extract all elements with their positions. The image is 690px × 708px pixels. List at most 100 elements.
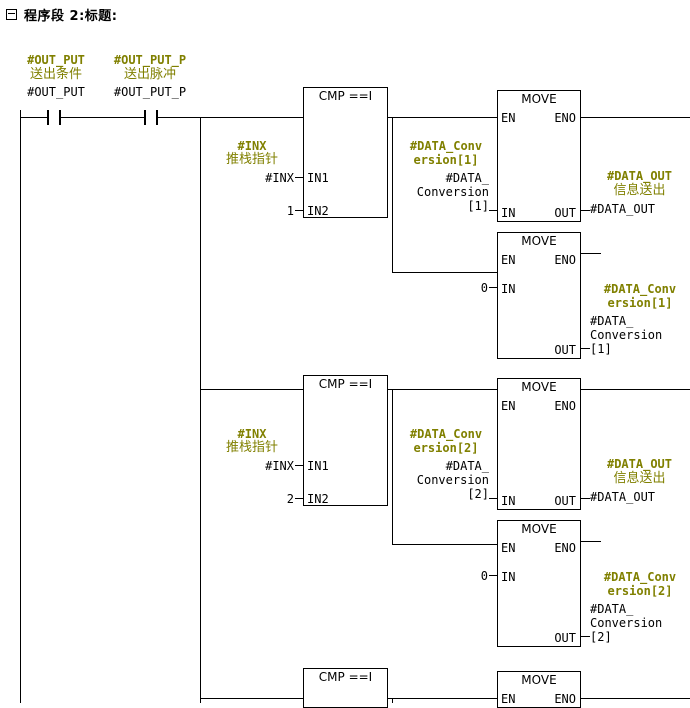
contact-2-symbol: #OUT_PUT_P — [113, 53, 187, 67]
branch-bus-vertical — [200, 117, 201, 703]
contact-1-address: #OUT_PUT — [27, 85, 85, 99]
rung-2-cmp-feed-wire — [200, 389, 304, 390]
rung-1-move-b-in-pin: IN — [501, 282, 516, 296]
rung-1-move-b-out-symbol: #DATA_Conv ersion[1] — [603, 282, 677, 310]
rung-1-in1-comment: 推栈指针 — [225, 152, 278, 167]
contact-1-bar-left — [47, 110, 49, 125]
rung-2-in1-comment: 推栈指针 — [225, 440, 278, 455]
rung-2-in1-stub — [295, 465, 304, 466]
rung-2-move-a-out-symbol: #DATA_OUT — [606, 457, 673, 471]
rung-2-move-a-eno-pin: ENO — [554, 399, 576, 413]
rung-1-move-a-en-pin: EN — [501, 111, 516, 125]
rung-1-move-a-out-pin: OUT — [554, 206, 576, 220]
rung-1-move-b-title: MOVE — [521, 234, 557, 248]
rung-2-move-b-eno-pin: ENO — [554, 541, 576, 555]
rung-2-branch-vertical — [392, 389, 393, 545]
rung-2-move-b-in-value: 0 — [480, 569, 488, 583]
contact-2-normally-open[interactable] — [144, 110, 158, 125]
rung-1-cmp-feed-wire — [200, 117, 304, 118]
rung-3-cmp-box[interactable]: CMP ==I — [303, 668, 388, 708]
rung-3-cmp-title: CMP ==I — [318, 670, 373, 684]
rung-2-cmp-box[interactable]: CMP ==I IN1 IN2 — [303, 375, 388, 506]
rung-3-move-a-box[interactable]: MOVE EN ENO — [497, 671, 581, 708]
rung-2-move-a-in-stub — [489, 498, 498, 499]
rung-2-move-a-en-pin: EN — [501, 399, 516, 413]
rung-1-move-b-out-address: #DATA_ Conversion [1] — [590, 314, 663, 356]
contact-1-symbol: #OUT_PUT — [27, 53, 85, 67]
collapse-box-icon[interactable] — [6, 9, 17, 20]
rung-1-branch-vertical — [392, 117, 393, 273]
rung-3-move-a-eno-wire — [581, 698, 690, 699]
rung-2-cmp-in2-pin: IN2 — [307, 492, 329, 506]
rung-1-move-b-eno-wire — [581, 253, 601, 254]
rung-2-move-a-out-comment: 信息送出 — [613, 471, 666, 486]
rung-1-move-a-in-symbol: #DATA_Conv ersion[1] — [409, 139, 483, 167]
rung-2-cmp-title: CMP ==I — [318, 377, 373, 391]
rung-1-move-a-title: MOVE — [521, 92, 557, 106]
rung-1-move-a-in-pin: IN — [501, 206, 516, 220]
rung-3-branch-vertical — [392, 698, 393, 703]
rung-1-move-a-box[interactable]: MOVE EN ENO IN OUT — [497, 90, 581, 222]
rung-2-move-b-out-address: #DATA_ Conversion [2] — [590, 602, 663, 644]
rung-3-cmp-out-wire — [388, 698, 498, 699]
rung-2-move-b-in-pin: IN — [501, 570, 516, 584]
rung-2-move-b-eno-wire — [581, 541, 601, 542]
rung-1-in2-value: 1 — [286, 204, 294, 218]
rung-1-in1-address: #INX — [265, 171, 294, 185]
network-title: 程序段 2:标题: — [24, 9, 118, 24]
rung-1-move-a-in-stub — [489, 210, 498, 211]
rung-1-move-b-en-wire — [392, 272, 498, 273]
rung-1-cmp-box[interactable]: CMP ==I IN1 IN2 — [303, 87, 388, 218]
rung-2-in1-symbol: #INX — [237, 427, 267, 441]
rung-2-move-a-in-pin: IN — [501, 494, 516, 508]
rung-2-in2-value: 2 — [286, 492, 294, 506]
rung-1-in2-stub — [295, 210, 304, 211]
rung-2-move-a-out-address: #DATA_OUT — [590, 490, 656, 504]
rung-1-move-b-box[interactable]: MOVE EN ENO IN OUT — [497, 232, 581, 359]
contact-1-normally-open[interactable] — [47, 110, 61, 125]
rung-3-cmp-feed-wire — [200, 698, 304, 699]
rung-1-move-a-out-stub — [581, 210, 590, 211]
contact-2-address: #OUT_PUT_P — [113, 85, 187, 99]
rung-1-move-a-out-address: #DATA_OUT — [590, 202, 656, 216]
rung-1-cmp-in1-pin: IN1 — [307, 171, 329, 185]
rung-2-move-a-in-symbol: #DATA_Conv ersion[2] — [409, 427, 483, 455]
rung-2-move-a-out-pin: OUT — [554, 494, 576, 508]
rung-1-move-a-eno-pin: ENO — [554, 111, 576, 125]
rung-1-cmp-title: CMP ==I — [318, 89, 373, 103]
contact-2-bar-right — [156, 110, 158, 125]
network-header[interactable]: 程序段 2:标题: — [6, 5, 117, 24]
rung-1-move-a-in-address: #DATA_ Conversion [1] — [416, 171, 489, 213]
rung-2-move-b-out-symbol: #DATA_Conv ersion[2] — [603, 570, 677, 598]
rung-2-move-a-out-stub — [581, 498, 590, 499]
rung-1-move-b-in-value: 0 — [480, 281, 488, 295]
rung-2-move-b-out-pin: OUT — [554, 631, 576, 645]
rung-1-move-b-out-stub — [581, 348, 590, 349]
rung-3-move-a-eno-pin: ENO — [554, 692, 576, 706]
rung-2-move-a-title: MOVE — [521, 380, 557, 394]
contact-1-bar-right — [59, 110, 61, 125]
rung-1-cmp-in2-pin: IN2 — [307, 204, 329, 218]
contact-2-comment: 送出脉冲 — [123, 67, 176, 82]
rung-1-in1-stub — [295, 177, 304, 178]
rung-3-move-a-title: MOVE — [521, 673, 557, 687]
rung-2-move-b-en-pin: EN — [501, 541, 516, 555]
rung-1-move-a-out-symbol: #DATA_OUT — [606, 169, 673, 183]
rung-1-move-a-out-comment: 信息送出 — [613, 183, 666, 198]
rung-2-cmp-in1-pin: IN1 — [307, 459, 329, 473]
rail-wire-seg-2 — [61, 117, 144, 118]
rung-2-move-a-eno-wire — [581, 389, 690, 390]
rung-2-in2-stub — [295, 498, 304, 499]
rung-1-move-b-eno-pin: ENO — [554, 253, 576, 267]
rung-1-move-b-in-stub — [489, 287, 498, 288]
rung-2-move-b-title: MOVE — [521, 522, 557, 536]
rung-2-move-b-en-wire — [392, 544, 498, 545]
rail-wire-seg-1 — [20, 117, 47, 118]
rung-2-move-b-box[interactable]: MOVE EN ENO IN OUT — [497, 520, 581, 647]
rung-3-move-a-en-pin: EN — [501, 692, 516, 706]
rung-2-in1-address: #INX — [265, 459, 294, 473]
contact-2-bar-left — [144, 110, 146, 125]
rail-wire-seg-3 — [158, 117, 201, 118]
contact-1-comment: 送出条件 — [29, 67, 82, 82]
rung-2-move-a-box[interactable]: MOVE EN ENO IN OUT — [497, 378, 581, 510]
